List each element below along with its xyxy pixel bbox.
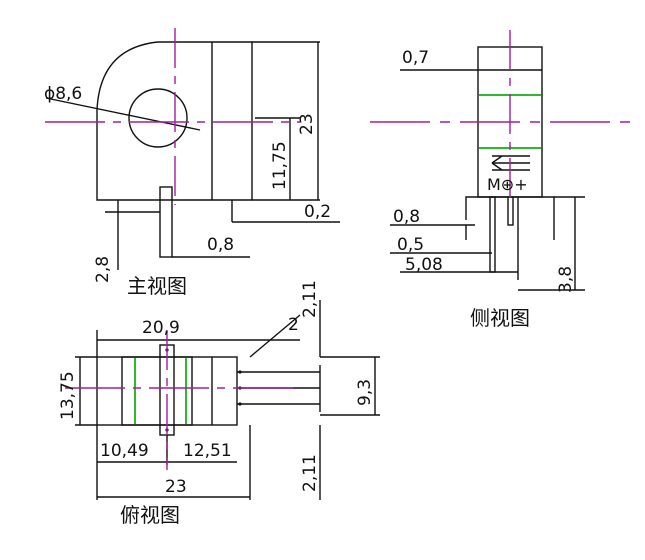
side-arrow-head-upper: [491, 155, 503, 164]
label-side-pin-width: 0,8: [393, 207, 420, 227]
side-centerlines: [370, 30, 630, 200]
label-side-top-offset: 0,7: [402, 48, 429, 68]
top-highlights: [134, 358, 187, 424]
label-top-right-segment: 12,51: [183, 441, 232, 461]
caption-front-view: 主视图: [127, 274, 187, 298]
label-top-small-gap: 2: [288, 315, 299, 335]
top-pin-dot-3: [238, 402, 242, 406]
top-pin-dots: [165, 348, 242, 432]
label-front-pin-offset: 0,2: [304, 202, 331, 222]
top-core: [121, 356, 193, 426]
label-side-pin-length: 3,8: [556, 266, 576, 293]
label-front-pin-length: 2,8: [93, 256, 113, 283]
front-hole: [128, 88, 188, 148]
label-front-height: 23: [297, 113, 317, 135]
label-top-bottom-length: 23: [165, 477, 187, 497]
side-pin-left: [489, 196, 496, 273]
caption-side-view: 侧视图: [470, 306, 530, 330]
label-top-edge-offset-top: 2,11: [300, 280, 320, 318]
side-pin-right: [507, 196, 514, 226]
label-top-pin-span: 9,3: [355, 379, 375, 406]
label-top-overall-length: 20,9: [142, 318, 180, 338]
top-centerlines: [65, 330, 300, 470]
side-foot-left: [465, 196, 478, 220]
label-side-marking: M⊕+: [487, 175, 528, 194]
front-body-outline: [96, 41, 253, 201]
side-foot-right: [542, 196, 555, 220]
side-arrow-head-lower: [491, 162, 503, 171]
side-view: [390, 46, 585, 291]
label-top-width: 13,75: [58, 371, 78, 420]
front-view: [45, 41, 340, 270]
label-front-center-height: 11,75: [270, 141, 290, 190]
label-front-pin-width: 0,8: [207, 235, 234, 255]
front-centerlines: [45, 28, 300, 205]
caption-top-view: 俯视图: [120, 503, 180, 527]
label-hole-diameter: ϕ8,6: [44, 84, 82, 104]
top-view: [75, 300, 380, 500]
label-top-left-segment: 10,49: [100, 441, 149, 461]
label-side-pin-pitch: 5,08: [405, 255, 443, 275]
dim-2-leader: [249, 314, 301, 358]
front-pin: [159, 186, 173, 258]
label-top-edge-offset-bottom: 2,11: [300, 454, 320, 492]
top-pin-dot-1: [238, 370, 242, 374]
label-side-pin-thickness: 0,5: [397, 235, 424, 255]
